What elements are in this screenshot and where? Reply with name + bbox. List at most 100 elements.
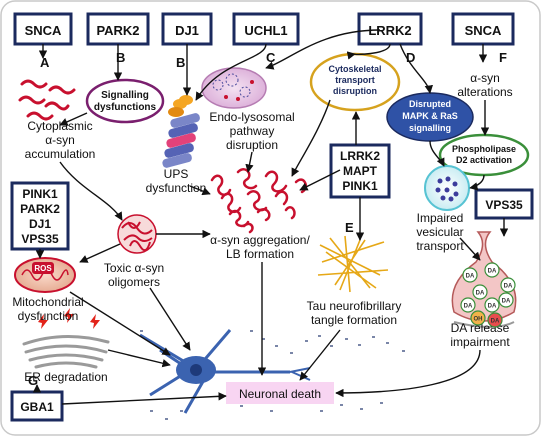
- cytoplasmic-line-1: Cytoplasmic: [27, 119, 92, 133]
- mapk-oval: Disrupted MAPK & RaS signalling: [386, 92, 474, 142]
- cytoskeletal-line-2: transport: [335, 75, 375, 85]
- synapse-vesicle: [487, 312, 503, 328]
- aggregation-line-2: LB formation: [226, 247, 294, 261]
- ups-line-1: UPS: [164, 167, 189, 181]
- gene-dj1-left: DJ1: [29, 217, 51, 231]
- letter-b2: B: [176, 55, 185, 70]
- cytoskeletal-oval: Cytoskeletal transport disruption: [309, 52, 401, 112]
- letter-f: F: [499, 50, 507, 65]
- toxic-oligomer-icon: [117, 214, 157, 254]
- gene-box-group-left: PINK1 PARK2 DJ1 VPS35: [10, 181, 70, 251]
- gene-dj1: DJ1: [175, 23, 199, 38]
- arrow-mapk-to-vesicle: [429, 140, 445, 167]
- synapse-vesicle: [484, 262, 500, 278]
- letter-c: C: [266, 50, 276, 65]
- tau-tangle-icon: [317, 235, 389, 293]
- aggregation-line-1: α-syn aggregation/: [210, 233, 310, 247]
- arrow-da-to-death: [335, 349, 481, 398]
- gene-box-group-mid: LRRK2 MAPT PINK1: [329, 143, 391, 199]
- synapse-vesicle: [498, 292, 514, 308]
- gene-lrrk2-mid: LRRK2: [340, 149, 380, 163]
- endolyso-line-1: Endo-lysosomal: [209, 110, 294, 124]
- ros-label: ROS: [34, 264, 52, 273]
- gene-park2: PARK2: [96, 23, 139, 38]
- mapk-line-2: MAPK & RaS: [402, 111, 458, 121]
- gene-snca-left: SNCA: [25, 23, 62, 38]
- gene-box-uchl1: UCHL1: [232, 12, 300, 46]
- impaired-line-3: transport: [416, 239, 464, 253]
- gene-box-park2: PARK2: [86, 12, 150, 46]
- synapse-vesicle: [472, 284, 488, 300]
- mito-line-1: Mitochondrial: [12, 295, 83, 309]
- synapse-vesicle: [462, 267, 478, 283]
- vesicle-icon: [424, 165, 470, 211]
- gene-vps35: VPS35: [485, 198, 523, 212]
- neuronal-death-label: Neuronal death: [239, 387, 321, 401]
- er-label: ER degradation: [24, 370, 107, 384]
- arrow-er-to-neuron: [107, 349, 171, 368]
- arrow-signalling-to-cytoplasmic: [59, 112, 88, 126]
- gene-box-snca-right: SNCA: [451, 12, 515, 46]
- impaired-line-2: vesicular: [416, 225, 463, 239]
- arrow-lrrk2-to-mapk: [399, 43, 433, 94]
- arrow-endolyso-to-aggregation: [245, 151, 254, 173]
- toxic-line-1: Toxic α-syn: [104, 261, 164, 275]
- arrow-lrrk2-to-cytoskeletal: [346, 43, 391, 60]
- gene-gba1: GBA1: [20, 400, 54, 414]
- gene-lrrk2-top: LRRK2: [368, 23, 411, 38]
- synapse-vesicle-label: DA: [502, 299, 511, 305]
- asyn-alt-line-2: alterations: [457, 85, 512, 99]
- endoplasmic-reticulum-icon: [22, 335, 110, 369]
- mito-line-2: dysfunction: [18, 309, 79, 323]
- arrow-tau-to-death: [299, 329, 341, 381]
- tau-line-2: tangle formation: [311, 313, 397, 327]
- arrow-oligomer-to-mito: [79, 243, 121, 263]
- cytoskeletal-line-1: Cytoskeletal: [328, 64, 381, 74]
- letter-d: D: [406, 50, 415, 65]
- phospholipase-line-2: D2 activation: [456, 155, 512, 165]
- gene-box-vps35: VPS35: [474, 188, 534, 220]
- synapse-vesicle: [460, 297, 476, 313]
- lightning-icon: [38, 308, 100, 329]
- gene-pink1-left: PINK1: [22, 187, 58, 201]
- synapse-vesicle-label: DA: [491, 319, 500, 325]
- mitochondria-icon: ROS: [14, 257, 76, 293]
- gene-snca-right: SNCA: [465, 23, 502, 38]
- arrow-genes-to-aggregation: [299, 169, 341, 191]
- arrow-cytoplasmic-to-oligomers: [59, 161, 123, 221]
- synapse-vesicle-label: DA: [488, 304, 497, 310]
- arrow-ups-to-aggregation: [189, 185, 211, 196]
- asyn-alt-line-1: α-syn: [470, 71, 500, 85]
- signalling-line-2: dysfunctions: [94, 102, 157, 113]
- gene-pink1-mid: PINK1: [342, 179, 378, 193]
- synapse-vesicle-label: DA: [464, 304, 473, 310]
- arrow-vesicle-to-synapse: [459, 237, 481, 261]
- letter-e: E: [345, 220, 354, 235]
- gene-mapt-mid: MAPT: [343, 164, 378, 178]
- arrows: [32, 29, 509, 405]
- cytoskeletal-line-3: disruption: [333, 86, 377, 96]
- arrow-phospholipase-to-vesicle: [469, 174, 485, 191]
- gene-box-dj1: DJ1: [161, 12, 213, 46]
- synapse-vesicle-label: OH: [474, 317, 483, 323]
- impaired-line-1: Impaired: [417, 211, 464, 225]
- ups-line-2: dysfunction: [146, 181, 207, 195]
- arrow-oligomer-to-neuron: [149, 287, 191, 351]
- tau-line-1: Tau neurofibrillary: [307, 299, 402, 313]
- signalling-oval: Signalling dysfunctions: [85, 78, 165, 124]
- arrow-lrrk2-to-lysosome: [265, 29, 381, 70]
- gene-box-lrrk2-top: LRRK2: [357, 12, 423, 46]
- phospholipase-line-1: Phospholipase: [452, 144, 516, 154]
- arrow-cytoskeletal-to-aggregation: [291, 99, 331, 177]
- gene-vps35-left: VPS35: [21, 232, 59, 246]
- lysosome-icon: [201, 67, 267, 109]
- gene-park2-left: PARK2: [20, 202, 60, 216]
- letter-b1: B: [116, 50, 125, 65]
- synapse-vesicle-label: DA: [504, 284, 513, 290]
- mapk-line-3: signalling: [409, 123, 451, 133]
- letter-g: G: [28, 373, 38, 388]
- cytoplasmic-line-2: α-syn: [45, 133, 75, 147]
